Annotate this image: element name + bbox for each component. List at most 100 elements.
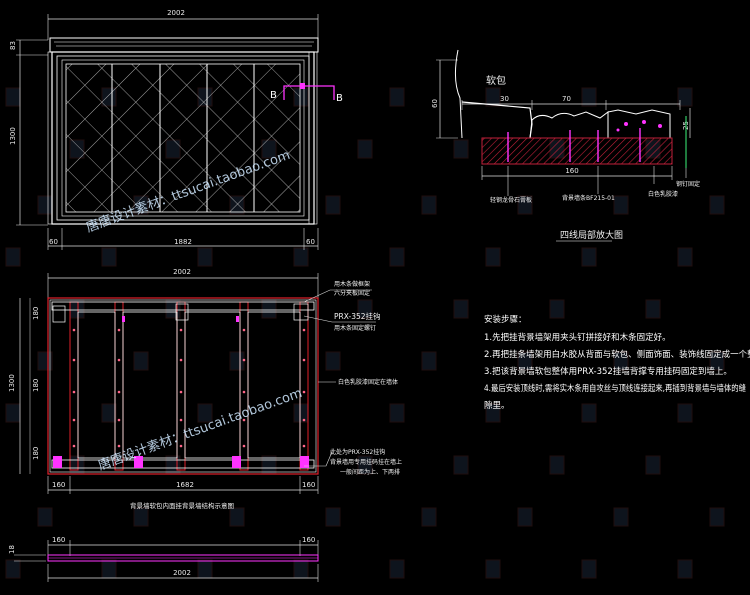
watermark-logo-mark bbox=[677, 559, 693, 579]
install-step-2: 2.再把挂条墙架用白水胶从背面与软包、侧面饰面、装饰线固定成一个整体。 bbox=[484, 349, 750, 360]
watermark-logo-mark bbox=[197, 247, 213, 267]
watermark-logo-mark bbox=[101, 247, 117, 267]
screw-dot bbox=[117, 390, 121, 394]
screw-dot bbox=[302, 328, 306, 332]
watermark-logo-mark bbox=[389, 87, 405, 107]
detail-callout-4: 钢钉固定 bbox=[676, 180, 700, 188]
screw-dot bbox=[72, 444, 76, 448]
screw-dot bbox=[179, 444, 183, 448]
watermark-logo-mark bbox=[325, 351, 341, 371]
watermark-logo-mark bbox=[517, 195, 533, 215]
watermark-logo-mark bbox=[485, 247, 501, 267]
watermark-logo-mark bbox=[197, 403, 213, 423]
watermark-logo-mark bbox=[453, 455, 469, 475]
watermark-logo-mark bbox=[293, 247, 309, 267]
section-mark-right: B bbox=[336, 93, 343, 104]
watermark-logo-mark bbox=[325, 195, 341, 215]
watermark-logo-mark bbox=[101, 559, 117, 579]
back-callout-1a: 用木条做框架 bbox=[334, 280, 370, 288]
watermark-logo-mark bbox=[549, 455, 565, 475]
front-dim-bottom-left: 60 bbox=[49, 238, 58, 246]
watermark-logo-mark bbox=[197, 559, 213, 579]
watermark-logo-mark bbox=[101, 403, 117, 423]
screw-dot bbox=[179, 358, 183, 362]
front-dim-height: 1300 bbox=[9, 127, 17, 145]
watermark-logo-mark bbox=[485, 559, 501, 579]
watermark-logo-mark bbox=[293, 559, 309, 579]
detail-soft-pack-label: 软包 bbox=[486, 74, 506, 87]
back-callout-4a: 此处为PRX-352挂钩 bbox=[330, 448, 385, 456]
screw-dot bbox=[72, 358, 76, 362]
side-dim-right: 160 bbox=[302, 536, 315, 544]
watermark-logo-mark bbox=[293, 403, 309, 423]
install-step-3: 3.把该背景墙软包整体用PRX-352挂墙背撑专用挂码固定到墙上。 bbox=[484, 366, 732, 377]
watermark-logo-mark bbox=[5, 559, 21, 579]
side-dim-width: 2002 bbox=[173, 569, 191, 577]
front-dim-width: 2002 bbox=[167, 9, 185, 17]
watermark-logo-mark bbox=[261, 299, 277, 319]
watermark-logo-mark bbox=[325, 507, 341, 527]
screw-dot bbox=[117, 328, 121, 332]
screw-dot bbox=[242, 358, 246, 362]
watermark-logo-mark bbox=[389, 559, 405, 579]
back-dim-bottom-left: 160 bbox=[52, 481, 65, 489]
watermark-logo-mark bbox=[421, 351, 437, 371]
watermark-logo-mark bbox=[709, 351, 725, 371]
watermark-logo-mark bbox=[581, 403, 597, 423]
screw-dot bbox=[179, 328, 183, 332]
back-dim-height: 1300 bbox=[8, 374, 16, 392]
front-elevation-view: 2002 83 1300 B B bbox=[9, 9, 343, 250]
detail-title: 四线局部放大图 bbox=[560, 229, 623, 241]
watermark-logo-mark bbox=[645, 455, 661, 475]
watermark-logo-mark bbox=[581, 87, 597, 107]
watermark-logo-grid bbox=[5, 87, 725, 579]
back-view-title: 背景墙软包内面挂背景墙结构示意图 bbox=[130, 501, 234, 510]
screw-dot bbox=[242, 418, 246, 422]
watermark-logo-mark bbox=[485, 403, 501, 423]
watermark-logo-mark bbox=[549, 299, 565, 319]
screw-dot bbox=[72, 328, 76, 332]
screw-dot bbox=[242, 444, 246, 448]
watermark-logo-mark bbox=[581, 559, 597, 579]
watermark-logo-mark bbox=[357, 455, 373, 475]
back-dim-width: 2002 bbox=[173, 268, 191, 276]
watermark-logo-mark bbox=[165, 455, 181, 475]
watermark-logo-mark bbox=[677, 87, 693, 107]
back-dim-bottom-right: 160 bbox=[302, 481, 315, 489]
back-dim-bottom-mid: 1682 bbox=[176, 481, 194, 489]
watermark-logo-mark bbox=[37, 507, 53, 527]
detail-dim-bottom: 160 bbox=[565, 167, 578, 175]
front-dim-bottom-mid: 1882 bbox=[174, 238, 192, 246]
watermark-logo-mark bbox=[421, 507, 437, 527]
watermark-logo-mark bbox=[677, 403, 693, 423]
watermark-logo-mark bbox=[453, 139, 469, 159]
watermark-logo-mark bbox=[517, 351, 533, 371]
screw-dot bbox=[242, 328, 246, 332]
detail-dim-top-a: 30 bbox=[500, 95, 509, 103]
watermark-logo-mark bbox=[581, 247, 597, 267]
watermark-logo-mark bbox=[133, 507, 149, 527]
screw-dot bbox=[117, 358, 121, 362]
install-step-4a: 4.最后安装顶线时,需将实木条用自攻丝与顶线连接起来,再插到背景墙与墙体的缝 bbox=[484, 383, 746, 394]
watermark-logo-mark bbox=[613, 351, 629, 371]
install-heading: 安装步骤： bbox=[484, 314, 527, 325]
molding-detail-view: 60 30 70 25 软包 bbox=[431, 49, 700, 242]
screw-dot bbox=[302, 358, 306, 362]
watermark-logo-mark bbox=[5, 247, 21, 267]
watermark-logo-mark bbox=[357, 299, 373, 319]
screw-dot bbox=[117, 418, 121, 422]
screw-dot bbox=[72, 390, 76, 394]
side-view-strip: 160 160 18 2002 bbox=[8, 536, 319, 582]
screw-dot bbox=[179, 418, 183, 422]
watermark-logo-mark bbox=[645, 299, 661, 319]
back-callout-4c: 一般间距为上、下两排 bbox=[340, 468, 400, 476]
watermark-logo-mark bbox=[421, 195, 437, 215]
install-step-4b: 隙里。 bbox=[484, 400, 510, 411]
screw-dot bbox=[302, 390, 306, 394]
watermark-logo-mark bbox=[5, 403, 21, 423]
detail-dim-top-b: 70 bbox=[562, 95, 571, 103]
screw-dot bbox=[179, 390, 183, 394]
watermark-logo-mark bbox=[357, 139, 373, 159]
back-callout-4b: 背景墙用专用挂码挂在墙上 bbox=[330, 458, 402, 466]
